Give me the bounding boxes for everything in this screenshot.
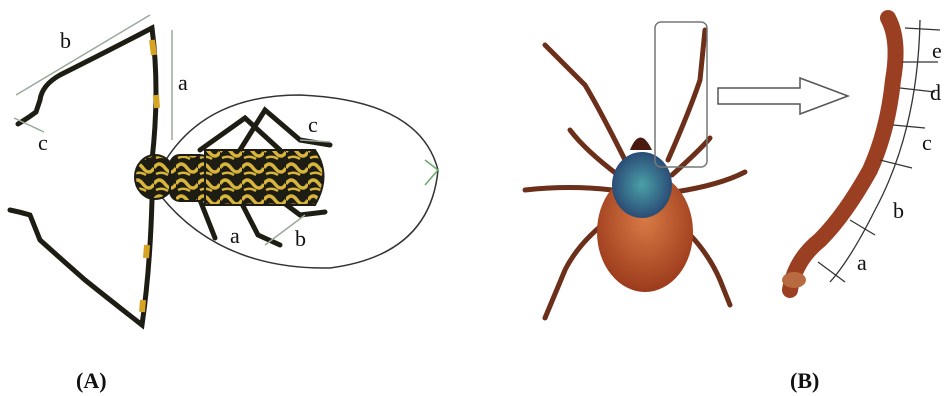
enlarged-leg xyxy=(790,18,896,290)
tick-shield xyxy=(612,152,672,218)
label-seg-a: a xyxy=(857,250,867,275)
label-seg-b: b xyxy=(893,198,904,223)
leg-highlight-box xyxy=(655,22,707,167)
tick-capitulum xyxy=(630,138,652,151)
arrow-right-icon xyxy=(718,78,848,114)
panel-a-caption: (A) xyxy=(76,368,107,393)
panel-b-caption: (B) xyxy=(790,368,819,393)
label-antenna-a: a xyxy=(178,70,188,95)
panel-b-tick: e d c b a (B) xyxy=(525,18,942,393)
panel-a-beetle: b a c c a b (A) xyxy=(10,15,438,393)
label-leg-c: c xyxy=(308,112,318,137)
label-seg-c: c xyxy=(922,130,932,155)
label-leg-a: a xyxy=(230,223,240,248)
label-seg-d: d xyxy=(930,80,941,105)
measure-b-line xyxy=(16,15,150,95)
label-seg-e: e xyxy=(932,38,942,63)
beetle-elytra xyxy=(205,150,324,205)
antenna-lower xyxy=(10,200,152,325)
enlarged-leg-base xyxy=(782,272,806,288)
label-leg-b: b xyxy=(295,226,306,251)
label-antenna-c: c xyxy=(38,130,48,155)
label-antenna-b: b xyxy=(60,28,71,53)
